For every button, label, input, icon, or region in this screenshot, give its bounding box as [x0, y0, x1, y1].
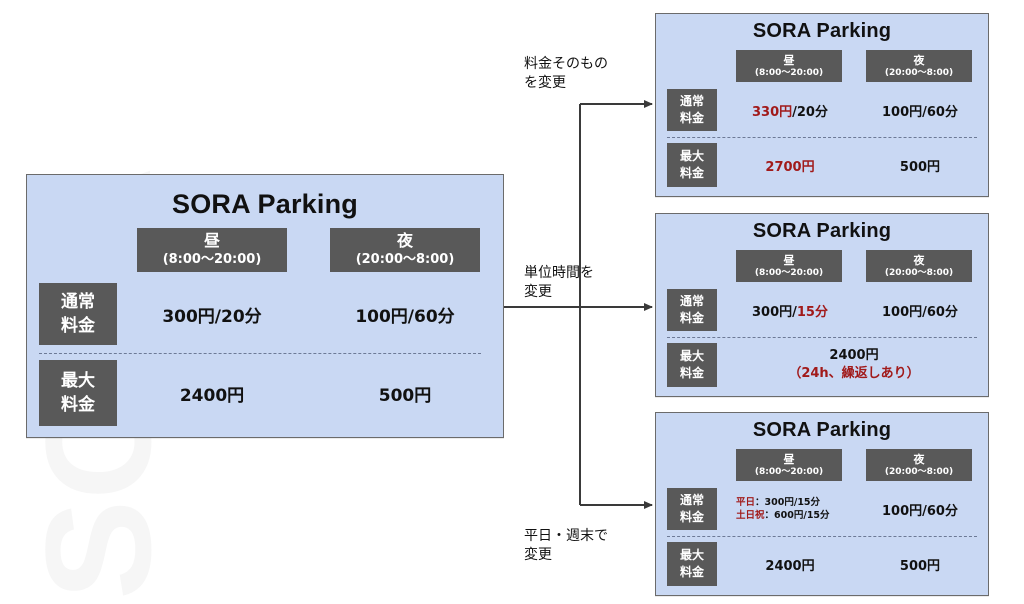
variant-fee-day-max: 2700円 — [765, 159, 815, 175]
variant-fee-board: SORA Parking 昼 (8:00〜20:00) 夜 (20:00〜8:0… — [655, 13, 989, 197]
variant-fee-max-line2: 料金 — [679, 166, 704, 180]
variant-fee-night-hours: (20:00〜8:00) — [884, 67, 954, 78]
main-day-header-label: 昼 — [203, 231, 220, 250]
variant-week-divider — [667, 536, 977, 537]
variant-fee-max-line1: 最大 — [679, 149, 704, 163]
variant-week-day-hours: (8:00〜20:00) — [754, 466, 824, 477]
variant-week-night-normal: 100円/60分 — [882, 503, 958, 519]
variant-fee-divider — [667, 137, 977, 138]
variant-week-day-label: 昼 — [783, 452, 795, 466]
caption-week-line2: 変更 — [524, 547, 552, 563]
variant-week-night-label: 夜 — [913, 452, 925, 466]
variant-fee-max-label: 最大 料金 — [667, 143, 717, 187]
variant-unit-night-hours: (20:00〜8:00) — [884, 267, 954, 278]
caption-fee-line1: 料金そのもの — [524, 56, 608, 72]
variant-fee-normal-label: 通常 料金 — [667, 89, 717, 131]
variant-unit-day-normal-base: 300円/ — [752, 304, 797, 320]
variant-fee-normal-line1: 通常 — [679, 94, 704, 108]
variant-week-day-max: 2400円 — [765, 558, 815, 574]
caption-fee-change: 料金そのもの を変更 — [524, 55, 608, 93]
caption-week-line1: 平日・週末で — [524, 528, 608, 544]
variant-unit-normal-line2: 料金 — [679, 311, 704, 325]
caption-weekday-change: 平日・週末で 変更 — [524, 527, 608, 565]
main-max-label-line2: 料金 — [61, 395, 95, 415]
variant-week-day-header: 昼 (8:00〜20:00) — [736, 449, 842, 481]
variant-unit-max-line2: 料金 — [679, 366, 704, 380]
variant-fee-night-max: 500円 — [899, 159, 941, 175]
variant-week-weekend-label: 土日祝 — [736, 510, 765, 521]
variant-unit-divider — [667, 337, 977, 338]
variant-fee-day-hours: (8:00〜20:00) — [754, 67, 824, 78]
variant-fee-night-normal: 100円/60分 — [882, 104, 958, 120]
main-row-divider — [39, 353, 481, 354]
variant-fee-day-normal-unit: /20分 — [792, 104, 828, 120]
variant-week-max-line2: 料金 — [679, 565, 704, 579]
variant-unit-max-note: （24h、繰返しあり） — [788, 366, 920, 381]
variant-week-title: SORA Parking — [752, 419, 892, 441]
variant-unit-night-normal: 100円/60分 — [882, 304, 958, 320]
variant-week-night-max: 500円 — [899, 558, 941, 574]
variant-unit-night-header: 夜 (20:00〜8:00) — [866, 250, 972, 282]
caption-unit-change: 単位時間を 変更 — [524, 264, 594, 302]
caption-fee-line2: を変更 — [524, 75, 566, 91]
main-board-title: SORA Parking — [172, 189, 358, 219]
variant-week-weekend-row: 土日祝：600円/15分 — [736, 509, 830, 522]
variant-week-board: SORA Parking 昼 (8:00〜20:00) 夜 (20:00〜8:0… — [655, 412, 989, 596]
variant-unit-day-header: 昼 (8:00〜20:00) — [736, 250, 842, 282]
main-day-max-fee: 2400円 — [179, 385, 245, 406]
variant-unit-max: 2400円 （24h、繰返しあり） — [736, 343, 972, 387]
variant-unit-day-hours: (8:00〜20:00) — [754, 267, 824, 278]
main-normal-label-line1: 通常 — [61, 292, 95, 312]
variant-week-night-header: 夜 (20:00〜8:00) — [866, 449, 972, 481]
variant-fee-day-header: 昼 (8:00〜20:00) — [736, 50, 842, 82]
variant-fee-night-label: 夜 — [913, 53, 925, 67]
main-night-max-fee: 500円 — [378, 385, 432, 406]
variant-unit-normal-label: 通常 料金 — [667, 289, 717, 331]
variant-week-normal-line2: 料金 — [679, 510, 704, 524]
variant-week-max-line1: 最大 — [679, 548, 704, 562]
main-max-label-line1: 最大 — [61, 371, 95, 391]
main-parking-board: SORA Parking 昼 (8:00〜20:00) 夜 (20:00〜8:0… — [26, 174, 504, 438]
variant-week-weekday-value: ：300円/15分 — [755, 497, 821, 508]
variant-week-max-label: 最大 料金 — [667, 542, 717, 586]
variant-unit-max-line1: 最大 — [679, 349, 704, 363]
variant-fee-night-header: 夜 (20:00〜8:00) — [866, 50, 972, 82]
main-day-header-hours: (8:00〜20:00) — [162, 252, 262, 267]
variant-fee-day-normal: 330円/20分 — [732, 89, 848, 131]
variant-fee-day-normal-changed: 330円 — [752, 104, 793, 120]
variant-week-weekend-value: ：600円/15分 — [764, 510, 830, 521]
main-night-normal-fee: 100円/60分 — [355, 306, 455, 327]
variant-week-night-hours: (20:00〜8:00) — [884, 466, 954, 477]
variant-week-normal-label: 通常 料金 — [667, 488, 717, 530]
variant-fee-normal-line2: 料金 — [679, 111, 704, 125]
variant-week-day-normal: 平日：300円/15分 土日祝：600円/15分 — [736, 488, 856, 530]
main-day-normal-fee: 300円/20分 — [162, 306, 262, 327]
main-night-header-label: 夜 — [396, 231, 413, 250]
variant-unit-title: SORA Parking — [752, 220, 892, 242]
main-night-header: 夜 (20:00〜8:00) — [330, 228, 480, 272]
variant-unit-day-normal: 300円/15分 — [732, 289, 848, 331]
variant-unit-normal-line1: 通常 — [679, 294, 704, 308]
main-max-fee-label: 最大 料金 — [39, 360, 117, 426]
variant-fee-day-label: 昼 — [783, 53, 795, 67]
variant-week-weekday-row: 平日：300円/15分 — [736, 496, 820, 509]
main-night-header-hours: (20:00〜8:00) — [355, 252, 455, 267]
variant-unit-day-normal-changed: 15分 — [796, 304, 828, 320]
variant-unit-night-label: 夜 — [913, 253, 925, 267]
variant-week-normal-line1: 通常 — [679, 493, 704, 507]
main-normal-fee-label: 通常 料金 — [39, 283, 117, 345]
variant-week-weekday-label: 平日 — [736, 497, 756, 508]
variant-unit-max-label: 最大 料金 — [667, 343, 717, 387]
caption-unit-line2: 変更 — [524, 284, 552, 300]
main-normal-label-line2: 料金 — [61, 316, 95, 336]
main-day-header: 昼 (8:00〜20:00) — [137, 228, 287, 272]
caption-unit-line1: 単位時間を — [524, 265, 594, 281]
variant-unit-max-value: 2400円 — [829, 348, 879, 363]
variant-unit-day-label: 昼 — [783, 253, 795, 267]
variant-unit-board: SORA Parking 昼 (8:00〜20:00) 夜 (20:00〜8:0… — [655, 213, 989, 397]
variant-fee-title: SORA Parking — [752, 20, 892, 42]
